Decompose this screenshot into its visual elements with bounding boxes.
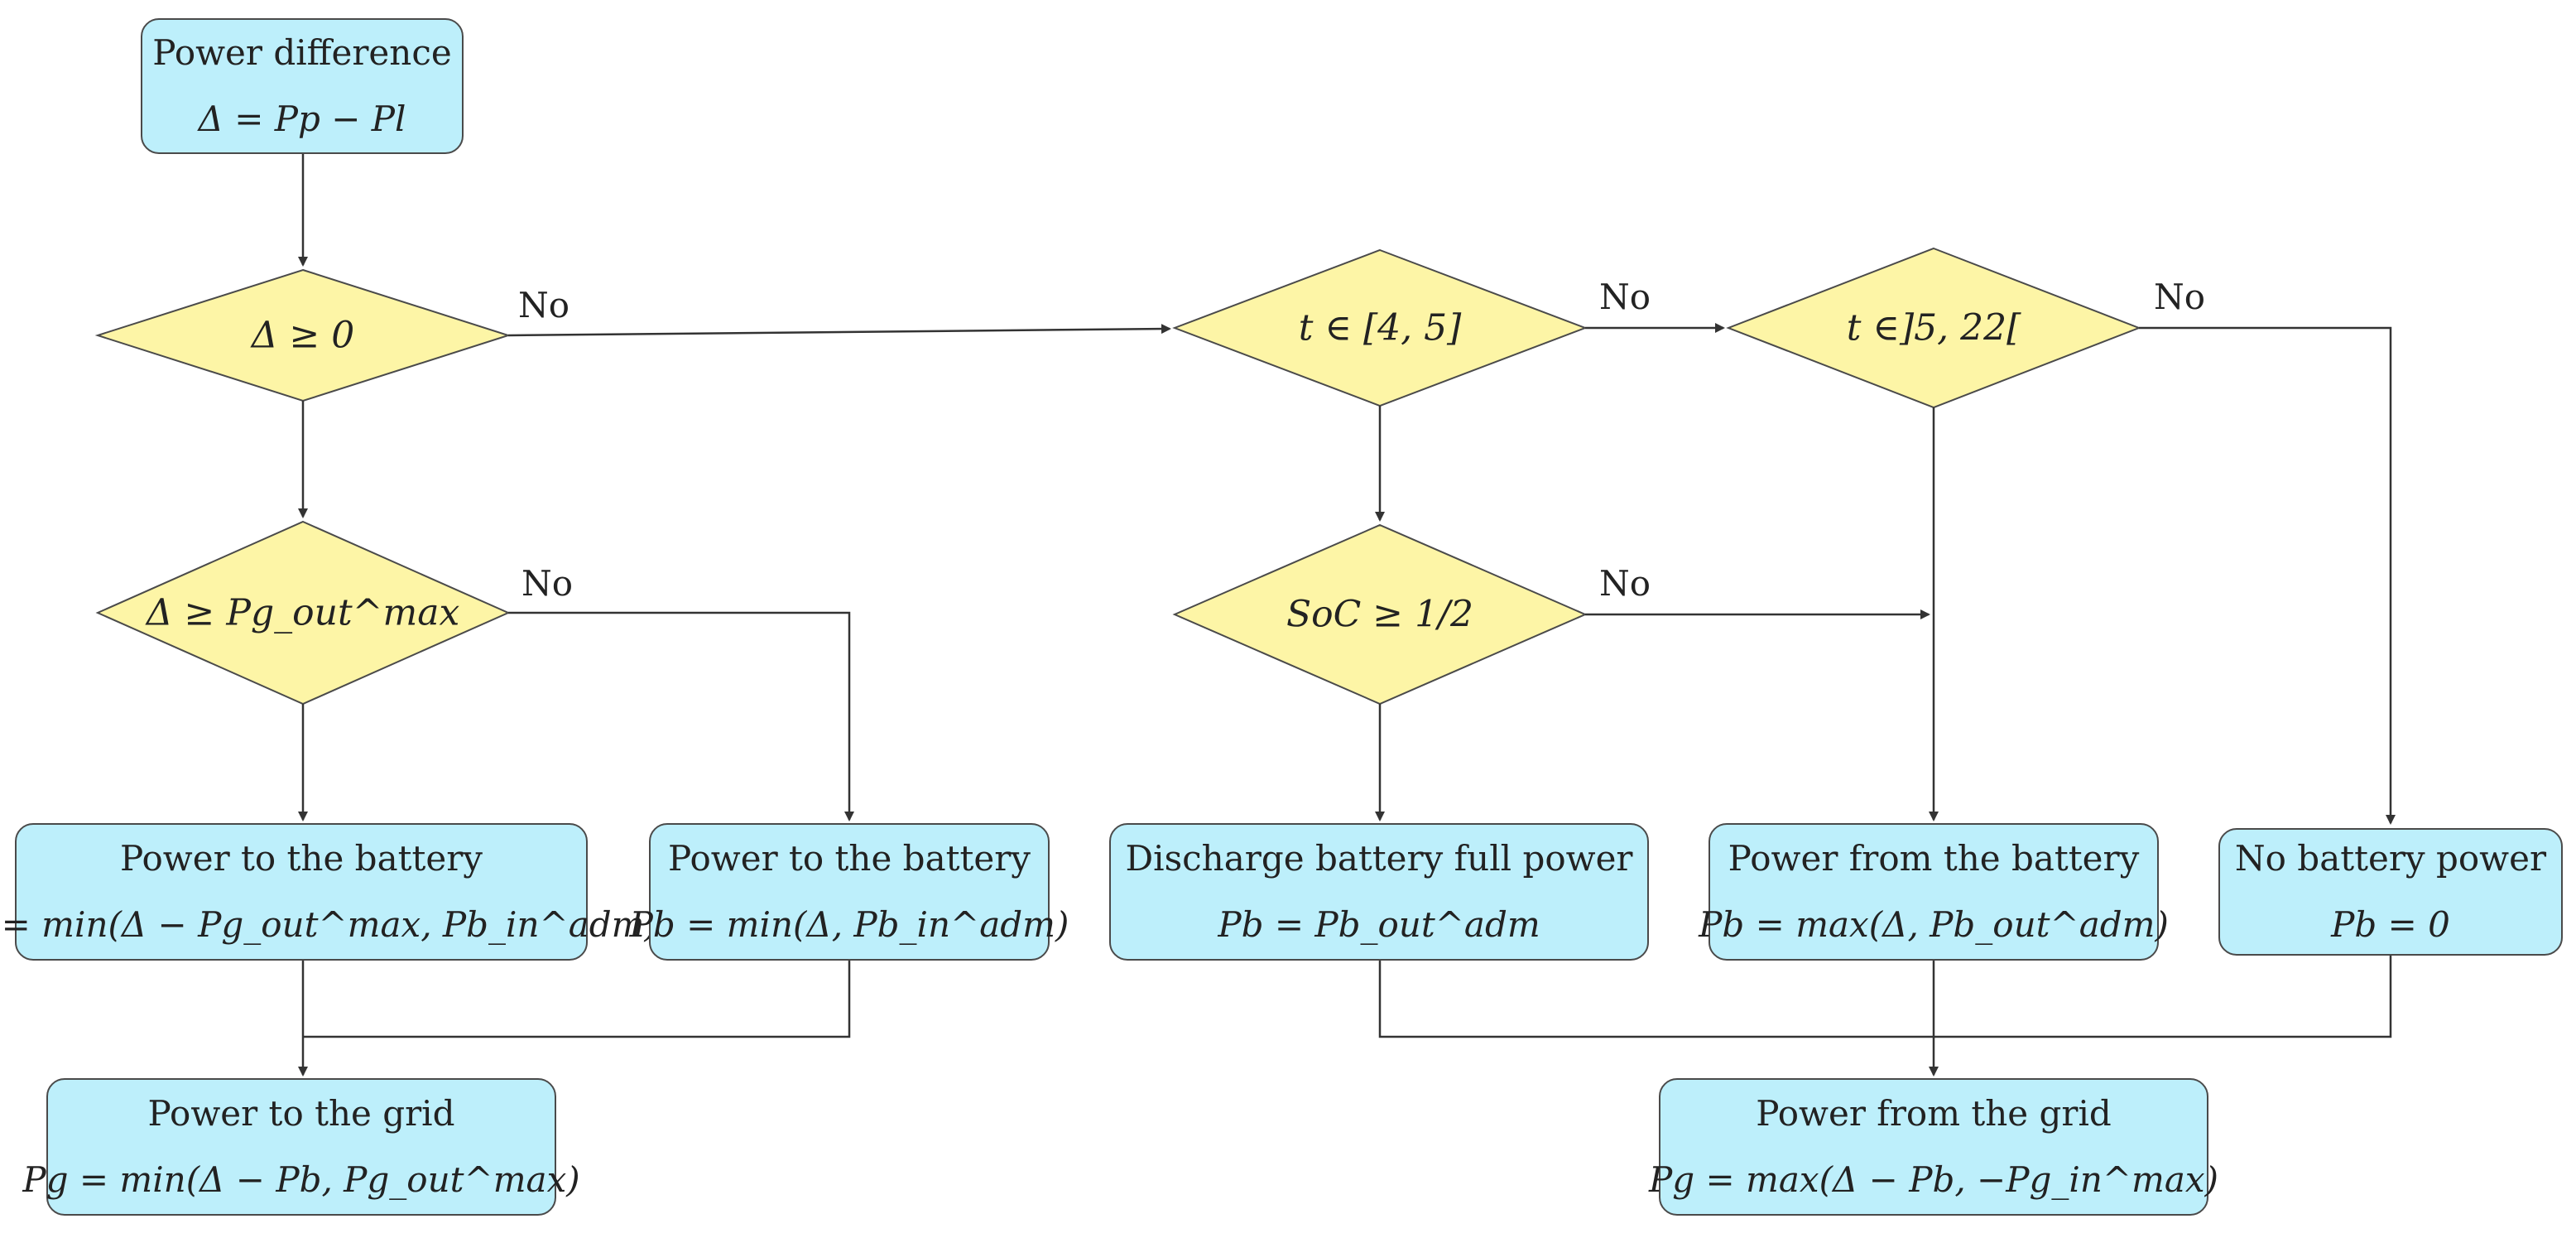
node-title: No battery power [2234,838,2547,879]
node-charge-excess: Power to the battery Pb = min(Δ − Pg_out… [0,823,658,961]
edge-charge-all-merge [303,961,851,1038]
edge-delta-no [507,324,1171,337]
edge-label-no: No [1599,563,1651,604]
node-no-battery: No battery power Pb = 0 [2218,828,2563,956]
edge-pgmax-no [508,611,854,821]
decision-delta-ge-pgmax: Δ ≥ Pg_out^max [146,591,460,634]
decision-t-4-5: t ∈ [4, 5] [1298,306,1462,349]
node-power-difference: Power difference Δ = Pp − Pl [141,18,464,154]
node-grid-in: Power from the grid Pg = max(Δ − Pb, −Pg… [1649,1078,2218,1216]
node-title: Discharge battery full power [1125,838,1633,879]
edge-label-no: No [2154,277,2206,317]
node-title: Power from the grid [1756,1093,2112,1134]
node-title: Power from the battery [1728,838,2140,879]
node-from-battery: Power from the battery Pb = max(Δ, Pb_ou… [1699,823,2169,961]
node-grid-out: Power to the grid Pg = min(Δ − Pb, Pg_ou… [22,1078,580,1216]
edge-t522-no [2139,326,2396,825]
node-formula: Pb = max(Δ, Pb_out^adm) [1699,904,2169,945]
edge-label-no: No [1599,277,1651,317]
node-title: Power to the battery [119,838,483,879]
node-formula: Pg = min(Δ − Pb, Pg_out^max) [22,1159,580,1200]
node-title: Power to the grid [147,1093,455,1134]
node-formula: Pg = max(Δ − Pb, −Pg_in^max) [1649,1159,2218,1200]
node-formula: Δ = Pp − Pl [198,99,406,139]
node-discharge-full: Discharge battery full power Pb = Pb_out… [1109,823,1649,961]
decision-soc-half: SoC ≥ 1/2 [1286,593,1473,636]
node-formula: Pb = min(Δ − Pg_out^max, Pb_in^adm) [0,904,658,945]
edge-label-no: No [521,563,574,604]
node-formula: Pb = 0 [2331,904,2450,945]
node-formula: Pb = Pb_out^adm [1218,904,1540,945]
edge-nobattery-merge [1934,956,2392,1038]
node-title: Power difference [152,32,452,73]
node-formula: Pb = min(Δ, Pb_in^adm) [629,904,1069,945]
decision-delta-nonneg: Δ ≥ 0 [251,314,355,357]
node-charge-all: Power to the battery Pb = min(Δ, Pb_in^a… [630,823,1069,961]
decision-t-5-22: t ∈]5, 22[ [1846,306,2021,349]
edge-discharge-merge [1378,961,1934,1038]
node-title: Power to the battery [667,838,1031,879]
edge-label-no: No [518,285,570,325]
